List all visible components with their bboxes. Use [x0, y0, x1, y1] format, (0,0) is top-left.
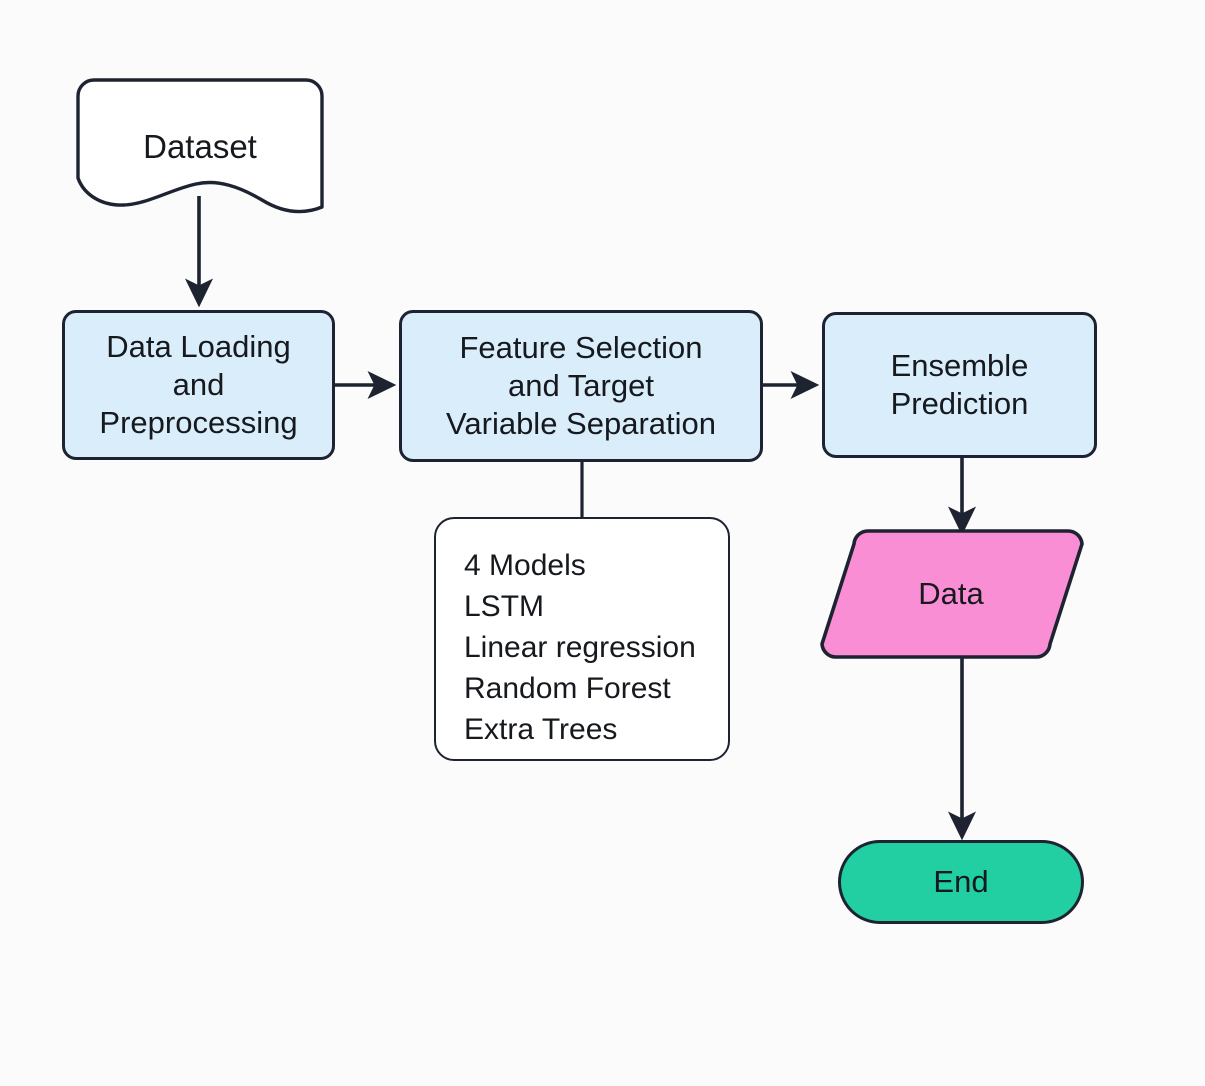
parallelogram-shape-icon: [820, 529, 1084, 659]
node-ensemble-line2: Prediction: [890, 386, 1029, 421]
node-data-loading-line2: and: [172, 367, 225, 403]
models-item-extra-trees: Extra Trees: [464, 713, 618, 747]
node-dataset[interactable]: Dataset: [76, 78, 324, 218]
node-dataset-label: Dataset: [143, 128, 257, 165]
node-data-loading-line1: Data Loading: [106, 329, 291, 365]
node-feature-selection-label-group: Feature Selection and Target Variable Se…: [446, 329, 716, 442]
node-data[interactable]: Data: [814, 529, 1088, 659]
models-item-linear-regression: Linear regression: [464, 631, 696, 665]
node-feature-selection-line3: Variable Separation: [446, 405, 716, 441]
node-end[interactable]: End: [838, 840, 1084, 924]
node-ensemble-prediction[interactable]: Ensemble Prediction: [822, 312, 1097, 458]
document-shape-icon: [76, 78, 324, 214]
models-item-lstm: LSTM: [464, 590, 545, 624]
node-feature-selection-target-separation[interactable]: Feature Selection and Target Variable Se…: [399, 310, 763, 462]
node-data-loading-label-group: Data Loading and Preprocessing: [99, 328, 297, 441]
models-heading: 4 Models: [464, 549, 586, 582]
node-data-loading-line3: Preprocessing: [99, 404, 298, 440]
node-data-loading-preprocessing[interactable]: Data Loading and Preprocessing: [62, 310, 335, 460]
node-feature-selection-line1: Feature Selection: [459, 330, 703, 366]
node-data-label: Data: [918, 576, 984, 612]
node-ensemble-label-group: Ensemble Prediction: [891, 347, 1029, 423]
node-feature-selection-line2: and Target: [508, 368, 654, 404]
models-item-random-forest: Random Forest: [464, 672, 671, 706]
node-models-list[interactable]: 4 Models LSTM Linear regression Random F…: [434, 517, 730, 761]
node-ensemble-line1: Ensemble: [890, 348, 1029, 384]
node-end-label: End: [933, 864, 989, 900]
